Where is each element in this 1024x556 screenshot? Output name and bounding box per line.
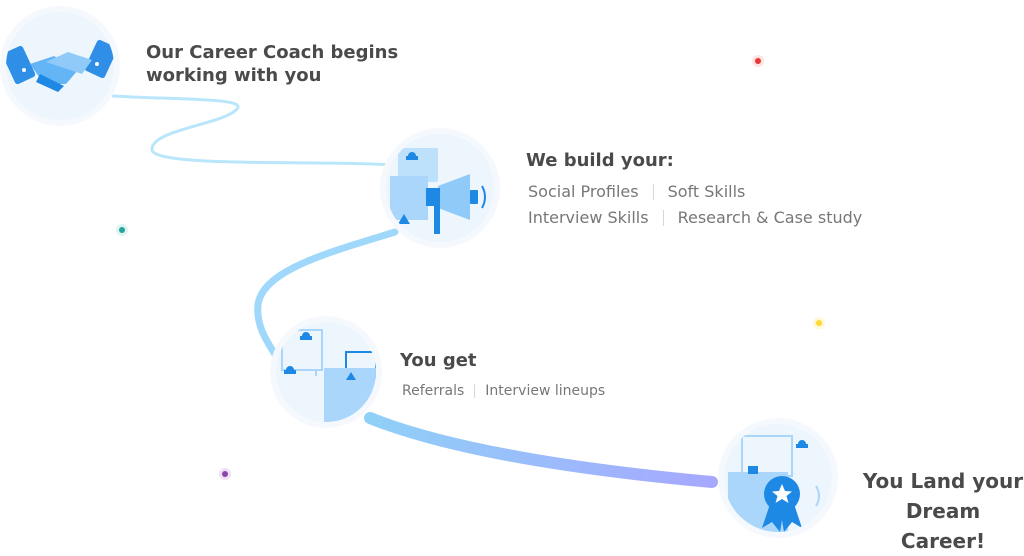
step3-circle <box>276 322 376 422</box>
step1-circle <box>6 12 114 120</box>
decor-dot-teal <box>119 227 125 233</box>
decor-dot-purple <box>222 471 228 477</box>
step2-items-row2: Interview Skills Research & Case study <box>528 208 862 227</box>
decor-dot-yellow <box>816 320 822 326</box>
step4-title: You Land your Dream Career! <box>862 466 1024 556</box>
item-social-profiles: Social Profiles <box>528 182 639 201</box>
award-ribbon-icon <box>728 435 820 532</box>
step4-title-line2: Dream Career! <box>900 499 986 553</box>
divider <box>474 384 476 398</box>
step1-title-line2: working with you <box>146 65 322 86</box>
step2-title: We build your: <box>526 150 674 171</box>
step1-title-line1: Our Career Coach begins <box>146 42 399 63</box>
path-segment-1 <box>111 94 393 167</box>
step4-title-line1: You Land your <box>862 469 1024 493</box>
item-research-case-study: Research & Case study <box>677 208 863 227</box>
step2-items-row1: Social Profiles Soft Skills <box>528 182 745 201</box>
item-interview-skills: Interview Skills <box>528 208 649 227</box>
step2-circle <box>386 134 494 242</box>
path-segment-2 <box>254 228 399 360</box>
decor-dot-red <box>755 58 761 64</box>
megaphone-icon <box>390 148 486 234</box>
divider <box>662 209 664 226</box>
step1-title: Our Career Coach begins working with you <box>146 41 398 87</box>
profile-cards-icon <box>281 329 376 422</box>
step3-items-row: Referrals Interview lineups <box>402 383 605 399</box>
handshake-icon <box>6 39 114 92</box>
divider <box>652 183 654 200</box>
path-segment-3 <box>364 412 718 488</box>
item-soft-skills: Soft Skills <box>667 182 746 201</box>
step3-title: You get <box>400 350 477 371</box>
item-referrals: Referrals <box>402 383 465 399</box>
item-interview-lineups: Interview lineups <box>485 383 606 399</box>
step4-circle <box>724 424 832 532</box>
